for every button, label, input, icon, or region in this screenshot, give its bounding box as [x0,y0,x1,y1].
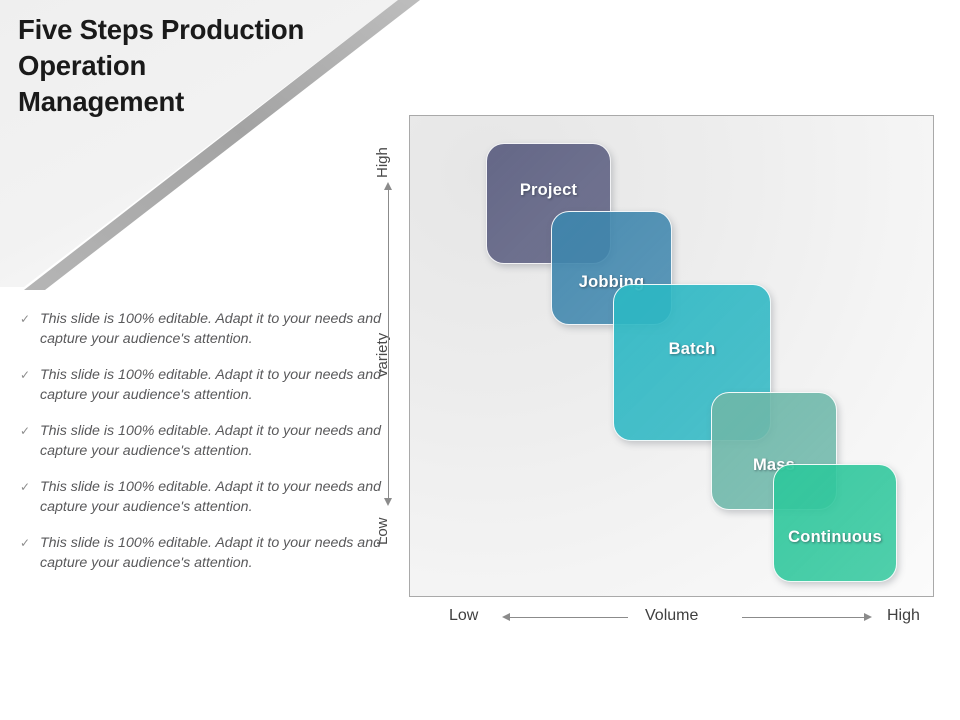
y-axis: High variety Low [372,124,406,590]
arrow-right-icon [864,613,872,621]
y-axis-high-label: High [374,147,391,179]
y-axis-low-label: Low [374,517,391,545]
x-axis: Low Volume High [409,605,934,639]
bullet-list: ✓ This slide is 100% editable. Adapt it … [16,310,381,573]
x-axis-title: Volume [645,607,699,624]
x-axis-line-right [742,617,864,618]
arrow-down-icon [384,498,392,506]
list-item: ✓ This slide is 100% editable. Adapt it … [16,478,381,517]
list-item-text: This slide is 100% editable. Adapt it to… [40,423,381,459]
page-title-text: Five Steps Production Operation Manageme… [18,14,305,117]
check-icon: ✓ [20,536,31,550]
y-axis-title: variety [374,332,391,378]
list-item: ✓ This slide is 100% editable. Adapt it … [16,534,381,573]
x-axis-low-label: Low [449,607,479,624]
check-icon: ✓ [20,368,31,382]
step-label: Project [519,181,578,199]
x-axis-line-left [510,617,628,618]
check-icon: ✓ [20,424,31,438]
list-item-text: This slide is 100% editable. Adapt it to… [40,311,381,347]
check-icon: ✓ [20,312,31,326]
list-item: ✓ This slide is 100% editable. Adapt it … [16,310,381,349]
step-box-continuous[interactable]: Continuous [773,464,897,582]
arrow-up-icon [384,182,392,190]
step-label: Batch [668,340,716,358]
volume-variety-chart: High variety Low Project Jobbing Batch M… [372,112,952,642]
step-label: Continuous [788,527,882,546]
page-title: Five Steps Production Operation Manageme… [18,12,378,119]
y-axis-line [388,190,389,504]
chart-plot-area: Project Jobbing Batch Mass Continuous [409,115,934,597]
list-item-text: This slide is 100% editable. Adapt it to… [40,367,381,403]
list-item-text: This slide is 100% editable. Adapt it to… [40,479,381,515]
step-box-batch[interactable]: Batch [613,284,771,441]
list-item: ✓ This slide is 100% editable. Adapt it … [16,366,381,405]
list-item: ✓ This slide is 100% editable. Adapt it … [16,422,381,461]
x-axis-high-label: High [887,607,920,624]
check-icon: ✓ [20,480,31,494]
arrow-left-icon [502,613,510,621]
list-item-text: This slide is 100% editable. Adapt it to… [40,535,381,571]
